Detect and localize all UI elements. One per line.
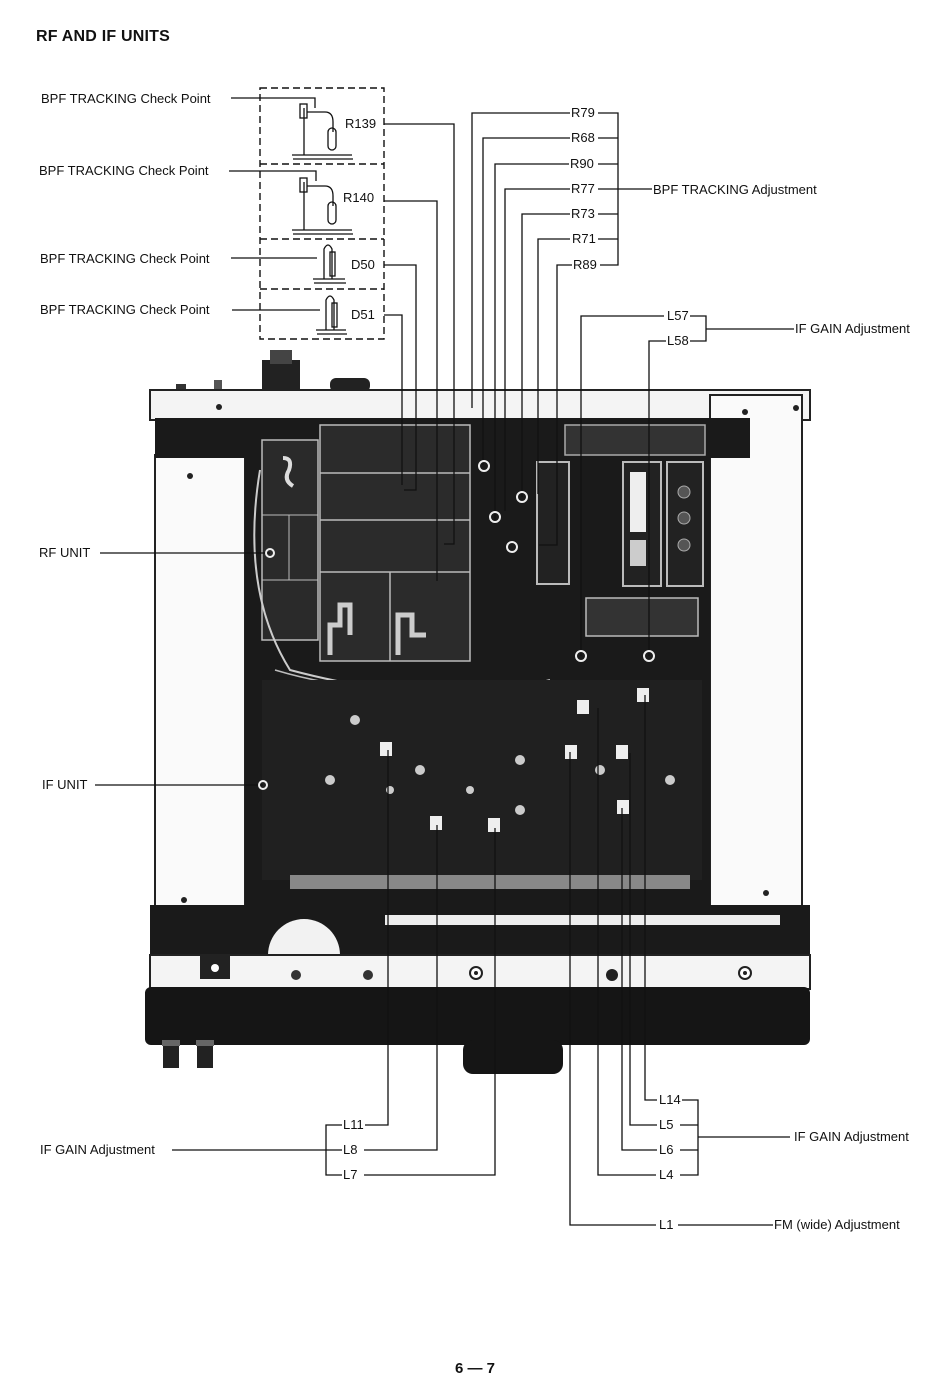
ref-r90: R90	[569, 156, 595, 171]
ref-l5: L5	[658, 1117, 675, 1132]
if-gain-adjustment-label-left: IF GAIN Adjustment	[39, 1142, 156, 1157]
resistor-r140-sketch	[292, 177, 353, 235]
diode-d50-sketch	[313, 244, 346, 284]
if-gain-adjustment-label-top: IF GAIN Adjustment	[794, 321, 911, 336]
leader-lines	[95, 97, 794, 1226]
check-point-label-d50: BPF TRACKING Check Point	[39, 251, 211, 266]
ref-r68: R68	[570, 130, 596, 145]
page-number: 6 — 7	[454, 1360, 496, 1377]
ref-l7: L7	[342, 1167, 359, 1182]
if-gain-adjustment-label-right: IF GAIN Adjustment	[793, 1129, 910, 1144]
bpf-tracking-adjustment-label: BPF TRACKING Adjustment	[652, 182, 818, 197]
rf-unit-board	[261, 439, 319, 641]
fm-wide-adjustment-label: FM (wide) Adjustment	[773, 1217, 901, 1232]
ref-l57: L57	[666, 308, 690, 323]
ref-r79: R79	[570, 105, 596, 120]
page-title: RF AND IF UNITS	[36, 28, 170, 45]
ref-r71: R71	[571, 231, 597, 246]
resistor-r139-sketch	[292, 103, 353, 160]
ref-d50: D50	[350, 257, 376, 272]
main-dial	[463, 1040, 563, 1074]
diode-d51-sketch	[316, 295, 347, 335]
ref-l58: L58	[666, 333, 690, 348]
if-unit-board	[262, 680, 702, 880]
component-inset-boxes	[259, 87, 385, 340]
ref-r89: R89	[572, 257, 598, 272]
ref-d51: D51	[350, 307, 376, 322]
check-point-label-r139: BPF TRACKING Check Point	[40, 91, 212, 106]
antenna-connector	[262, 360, 300, 392]
check-point-label-r140: BPF TRACKING Check Point	[38, 163, 210, 178]
front-panel	[145, 987, 810, 1045]
ref-r139: R139	[344, 116, 378, 131]
ref-l1: L1	[658, 1217, 675, 1232]
ref-l11: L11	[342, 1117, 365, 1132]
ref-r77: R77	[570, 181, 596, 196]
ref-l8: L8	[342, 1142, 359, 1157]
ref-l6: L6	[658, 1142, 675, 1157]
if-unit-label: IF UNIT	[41, 777, 89, 792]
ref-l4: L4	[658, 1167, 675, 1182]
check-point-label-d51: BPF TRACKING Check Point	[39, 302, 211, 317]
rf-unit-label: RF UNIT	[38, 545, 92, 560]
ref-r140: R140	[342, 190, 376, 205]
ref-l14: L14	[658, 1092, 682, 1107]
ref-r73: R73	[570, 206, 596, 221]
